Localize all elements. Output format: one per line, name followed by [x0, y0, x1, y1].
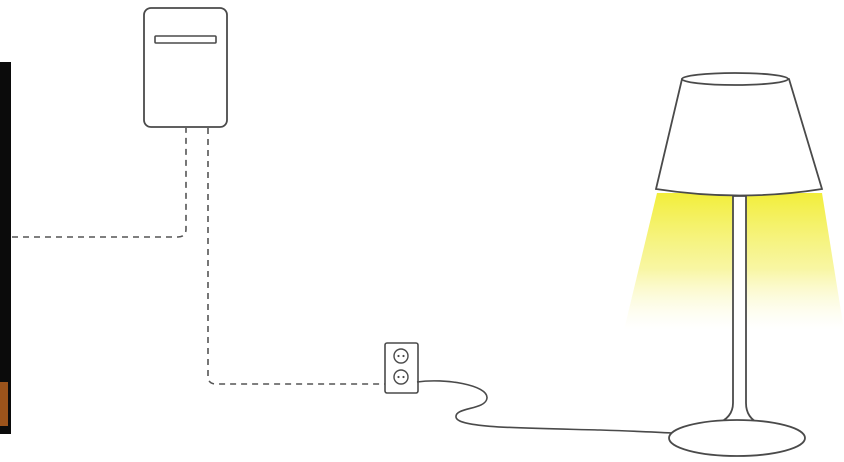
- socket-bottom-pin-right: [402, 376, 404, 378]
- lamp-cord: [417, 381, 672, 433]
- wall-outlet: [385, 343, 418, 393]
- socket-top-pin-right: [402, 355, 404, 357]
- lamp-base: [669, 420, 805, 456]
- socket-top: [394, 349, 408, 363]
- wire-left-to-box: [12, 128, 186, 237]
- control-box-slot: [155, 36, 216, 43]
- socket-bottom-pin-left: [397, 376, 399, 378]
- control-box: [144, 8, 227, 127]
- socket-bottom: [394, 370, 408, 384]
- socket-top-pin-left: [397, 355, 399, 357]
- left-device-accent: [0, 382, 8, 426]
- wire-box-to-outlet: [208, 128, 386, 384]
- left-device-edge: [0, 62, 11, 434]
- wall-control-box-icon: [144, 8, 227, 127]
- lamp-shade: [656, 74, 822, 196]
- left-device-panel: [0, 62, 11, 434]
- dashed-wires: [12, 128, 386, 384]
- lamp-shade-top: [682, 73, 788, 85]
